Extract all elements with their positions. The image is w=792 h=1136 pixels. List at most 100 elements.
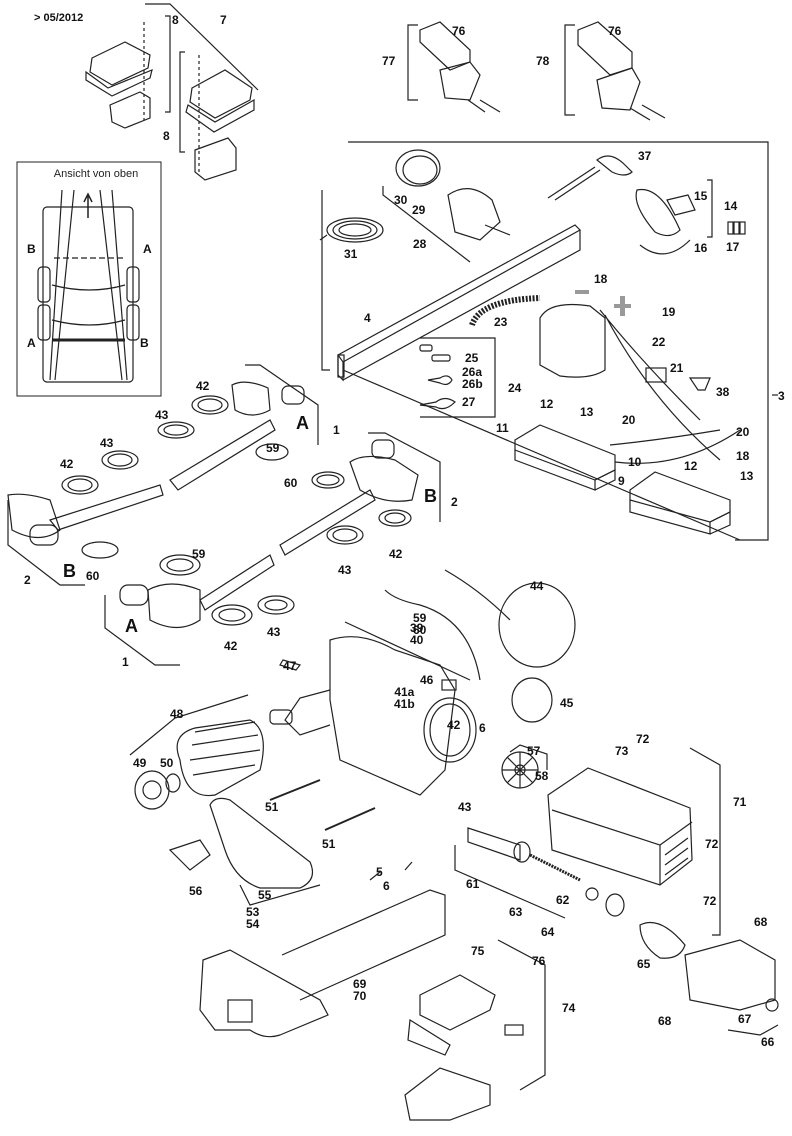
- inset-title: Ansicht von oben: [53, 168, 139, 180]
- connector-kit-24: [419, 337, 496, 418]
- housing-cover-71: [547, 747, 721, 936]
- callout-2a: 2: [451, 495, 458, 509]
- callout-63: 63: [509, 905, 523, 919]
- callout-66: 66: [761, 1035, 775, 1049]
- callout-26b: 26b: [462, 377, 483, 391]
- callout-37: 37: [638, 149, 652, 163]
- callout-26a: 26a: [462, 365, 483, 379]
- bracket-74: [404, 939, 546, 1121]
- callout-50: 50: [160, 756, 174, 770]
- callout-9: 9: [618, 474, 625, 488]
- cable-20: [609, 429, 741, 464]
- marker-A: A: [125, 616, 138, 636]
- callout-18b: 18: [736, 449, 750, 463]
- callout-42b: 42: [60, 457, 74, 471]
- crank-handle-37: [547, 155, 633, 201]
- callout-45: 45: [560, 696, 574, 710]
- callout-43b: 43: [100, 436, 114, 450]
- gearbox-housing-39: [269, 621, 477, 796]
- callout-42a: 42: [196, 379, 210, 393]
- callout-6b: 6: [383, 879, 390, 893]
- callout-65: 65: [637, 957, 651, 971]
- drive-unit-A-1-bottom: [104, 554, 295, 666]
- mount-bracket-8: [85, 15, 171, 129]
- callout-43e: 43: [458, 800, 472, 814]
- cable-conduit-23: [469, 295, 541, 327]
- callout-48: 48: [170, 707, 184, 721]
- cable-coil-31: [319, 217, 384, 243]
- marker-B: B: [63, 561, 76, 581]
- callout-20a: 20: [622, 413, 636, 427]
- callout-68a: 68: [754, 915, 768, 929]
- callout-76c: 76: [532, 954, 546, 968]
- callout-67: 67: [738, 1012, 752, 1026]
- callout-30: 30: [394, 193, 408, 207]
- callout-7: 7: [220, 13, 227, 27]
- callout-75: 75: [471, 944, 485, 958]
- callout-71: 71: [733, 795, 747, 809]
- callout-38: 38: [716, 385, 730, 399]
- callout-43d: 43: [267, 625, 281, 639]
- callout-64: 64: [541, 925, 555, 939]
- callout-8a: 8: [172, 13, 179, 27]
- marker-B: B: [424, 486, 437, 506]
- callout-72b: 72: [705, 837, 719, 851]
- marker-A: A: [296, 413, 309, 433]
- module-9: [629, 471, 731, 535]
- hose-clamp-45: [511, 677, 553, 723]
- callout-47: 47: [283, 659, 297, 673]
- drive-unit-B-2: [7, 450, 164, 586]
- callout-42c: 42: [389, 547, 403, 561]
- callout-28: 28: [413, 237, 427, 251]
- callout-41: 41a 41b: [394, 685, 415, 711]
- cover-plate-53: [168, 797, 321, 906]
- revision-label: > 05/2012: [34, 12, 84, 24]
- callout-12b: 12: [684, 459, 698, 473]
- callout-15: 15: [694, 189, 708, 203]
- callout-29: 29: [412, 203, 426, 217]
- inset-marker-A: A: [143, 242, 152, 256]
- callout-21: 21: [670, 361, 684, 375]
- callout-5: 5: [376, 865, 383, 879]
- callout-23: 23: [494, 315, 508, 329]
- cable-59-60: [384, 569, 511, 681]
- fan-57: [501, 744, 548, 789]
- callout-20b: 20: [736, 425, 750, 439]
- motor-assembly-28: [382, 149, 511, 263]
- hose-clamp-44: [498, 582, 576, 668]
- tube-bracket-78: [564, 21, 666, 121]
- callout-69-70: 69 70: [353, 977, 367, 1003]
- callout-51b: 51: [322, 837, 336, 851]
- callout-58: 58: [535, 769, 549, 783]
- callout-59-60: 59 60: [413, 611, 427, 637]
- callout-39-40: 39 40: [410, 621, 424, 647]
- callout-78: 78: [536, 54, 550, 68]
- inset-marker-B: B: [27, 242, 36, 256]
- callout-72c: 72: [703, 894, 717, 908]
- callout-24: 24: [508, 381, 522, 395]
- end-cap-66: [684, 939, 779, 1036]
- callout-25: 25: [465, 351, 479, 365]
- inset-marker-B: B: [140, 336, 149, 350]
- callout-19: 19: [662, 305, 676, 319]
- callout-49: 49: [133, 756, 147, 770]
- callout-27: 27: [462, 395, 476, 409]
- callout-51a: 51: [265, 800, 279, 814]
- callout-31: 31: [344, 247, 358, 261]
- tube-bracket-77: [407, 21, 501, 113]
- callout-68b: 68: [658, 1014, 672, 1028]
- mounting-frame-69: [199, 861, 446, 1038]
- callout-4: 4: [364, 311, 371, 325]
- callout-6a: 6: [479, 721, 486, 735]
- inset-top-view: [16, 161, 162, 397]
- callout-42d: 42: [224, 639, 238, 653]
- callout-56: 56: [189, 884, 203, 898]
- square-profile-4: [337, 224, 581, 382]
- drive-unit-A-1: [157, 364, 319, 491]
- callout-74: 74: [562, 1001, 576, 1015]
- callout-77: 77: [382, 54, 396, 68]
- callout-16: 16: [694, 241, 708, 255]
- callout-72a: 72: [636, 732, 650, 746]
